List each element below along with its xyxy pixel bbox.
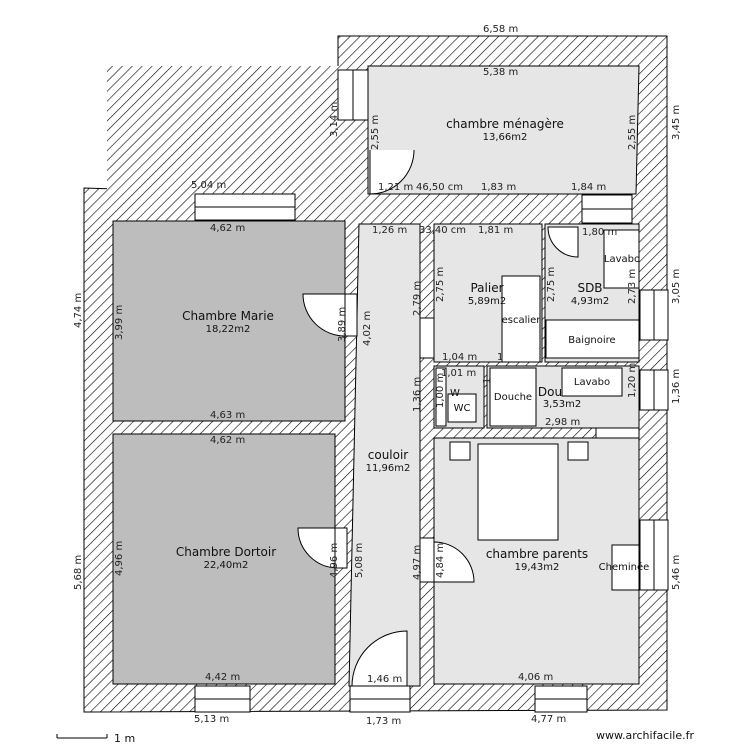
dimension-sdb-left: 2,75 m <box>546 267 557 302</box>
nightstand-right <box>567 441 589 461</box>
dimension-marie-top: 4,62 m <box>210 223 245 234</box>
room-name-palier: Palier <box>470 281 503 295</box>
dimension-dortoir-top: 4,62 m <box>210 435 245 446</box>
dimension-sdb-right: 2,73 m <box>627 269 638 304</box>
label-escalier: escalier <box>502 315 542 326</box>
dimension-bottom-477: 4,77 m <box>531 714 566 725</box>
dimension-seg-1-a: 1 <box>497 352 503 363</box>
dimension-dortoir-left: 4,96 m <box>114 541 125 576</box>
room-area-menagere: 13,66m2 <box>483 132 528 143</box>
dimension-seg-120: 1,20 m <box>627 363 638 398</box>
label-lavabo-sdb: Lavabo <box>604 254 640 265</box>
windows <box>194 69 669 713</box>
dimension-menagere-left-int: 2,55 m <box>370 115 381 150</box>
dimension-seg-121: 1,21 m <box>378 182 413 193</box>
dimension-parents-left-ext: 4,97 m <box>412 545 423 580</box>
dimension-parents-left: 4,84 m <box>435 543 446 578</box>
dimension-seg-126: 1,26 m <box>372 225 407 236</box>
dimension-menagere-top: 5,38 m <box>483 67 518 78</box>
dimension-left-ext-474: 4,74 m <box>73 293 84 328</box>
staircase <box>501 275 541 363</box>
dimension-dortoir-right: 4,96 m <box>329 543 340 578</box>
dimension-seg-183: 1,83 m <box>481 182 516 193</box>
dimension-seg-180: 1,80 m <box>582 227 617 238</box>
room-name-douche: Dou <box>538 385 562 399</box>
dimension-menagere-right-ext: 3,45 m <box>671 105 682 140</box>
wc-bowl <box>447 393 477 423</box>
dimension-left-wing-top: 5,04 m <box>191 180 226 191</box>
dimension-seg-184: 1,84 m <box>571 182 606 193</box>
dimension-right-ext-305: 3,05 m <box>671 269 682 304</box>
doors <box>297 149 579 687</box>
room-chambre-marie <box>112 220 346 422</box>
dimension-bottom-513: 5,13 m <box>194 714 229 725</box>
bed <box>477 443 559 541</box>
scale-label: 1 m <box>114 732 135 745</box>
dimension-parents-bottom: 4,06 m <box>518 672 553 683</box>
label-baignoire: Baignoire <box>568 335 615 346</box>
dimension-left-ext-568: 5,68 m <box>73 555 84 590</box>
label-wc: WC <box>454 403 471 414</box>
douche-lavabo <box>561 367 623 397</box>
sdb-lavabo <box>603 229 640 289</box>
dimension-seg-1-b: 1 <box>482 378 493 384</box>
room-area-sdb: 4,93m2 <box>571 296 609 307</box>
room-name-marie: Chambre Marie <box>182 309 274 323</box>
dimension-palier-left-ext: 2,79 m <box>412 281 423 316</box>
room-name-couloir: couloir <box>368 448 409 462</box>
label-cheminee: Cheminée <box>599 561 650 573</box>
dimension-couloir-508: 5,08 m <box>354 543 365 578</box>
room-name-menagere: chambre ménagère <box>446 117 564 131</box>
room-area-palier: 5,89m2 <box>468 296 506 307</box>
room-chambre-menagere <box>367 65 640 195</box>
dimension-labels: 6,58 m 5,38 m 5,04 m 1,21 m 46,50 cm 1,8… <box>191 24 617 727</box>
room-chambre-dortoir <box>112 433 336 685</box>
shower <box>489 367 537 427</box>
room-name-dortoir: Chambre Dortoir <box>176 545 276 559</box>
dimension-right-ext-546: 5,46 m <box>671 555 682 590</box>
room-area-dortoir: 22,40m2 <box>204 560 249 571</box>
dimension-menagere-left-ext: 3,14 m <box>329 102 340 137</box>
dimension-seg-101: 1,01 m <box>441 368 476 379</box>
room-name-parents: chambre parents <box>486 547 588 561</box>
room-area-marie: 18,22m2 <box>206 324 251 335</box>
fireplace <box>611 544 640 591</box>
room-area-douche: 3,53m2 <box>543 399 581 410</box>
dimension-dortoir-bottom: 4,42 m <box>205 672 240 683</box>
label-douche: Douche <box>494 392 532 403</box>
dimension-bottom-173: 1,73 m <box>366 716 401 727</box>
dimension-couloir-402: 4,02 m <box>362 311 373 346</box>
dimension-seg-181: 1,81 m <box>478 225 513 236</box>
nightstand-left <box>449 441 471 461</box>
room-area-couloir: 11,96m2 <box>366 463 411 474</box>
bathtub <box>545 319 640 359</box>
room-name-sdb: SDB <box>577 281 602 295</box>
dimension-menagere-right-int: 2,55 m <box>627 115 638 150</box>
room-area-parents: 19,43m2 <box>515 562 560 573</box>
vertical-dimension-labels: 3,14 m 2,55 m 2,55 m 3,45 m 4,74 m 3,99 … <box>73 102 682 590</box>
dimension-top-total: 6,58 m <box>483 24 518 35</box>
dimension-couloir-bottom: 1,46 m <box>367 674 402 685</box>
room-couloir <box>348 223 421 687</box>
scale-bar: 1 m <box>56 732 135 745</box>
dimension-seg-104: 1,04 m <box>442 352 477 363</box>
label-lavabo-douche: Lavabo <box>574 377 610 388</box>
dimension-marie-left: 3,99 m <box>114 305 125 340</box>
dimension-right-ext-136: 1,36 m <box>671 369 682 404</box>
dimension-seg-298: 2,98 m <box>545 417 580 428</box>
dimension-seg-3340: 33,40 cm <box>419 225 466 236</box>
dimension-marie-bottom: 4,63 m <box>210 410 245 421</box>
dimension-seg-136: 1,36 m <box>412 377 423 412</box>
dimension-seg-100: 1,00 m <box>435 373 446 408</box>
label-wc-partial: W <box>450 388 460 399</box>
dimension-palier-left: 2,75 m <box>435 267 446 302</box>
fixtures <box>435 229 640 591</box>
dimension-marie-right: 3,89 m <box>337 307 348 342</box>
dimension-seg-4650: 46,50 cm <box>416 182 463 193</box>
credit-text: www.archifacile.fr <box>596 729 694 742</box>
